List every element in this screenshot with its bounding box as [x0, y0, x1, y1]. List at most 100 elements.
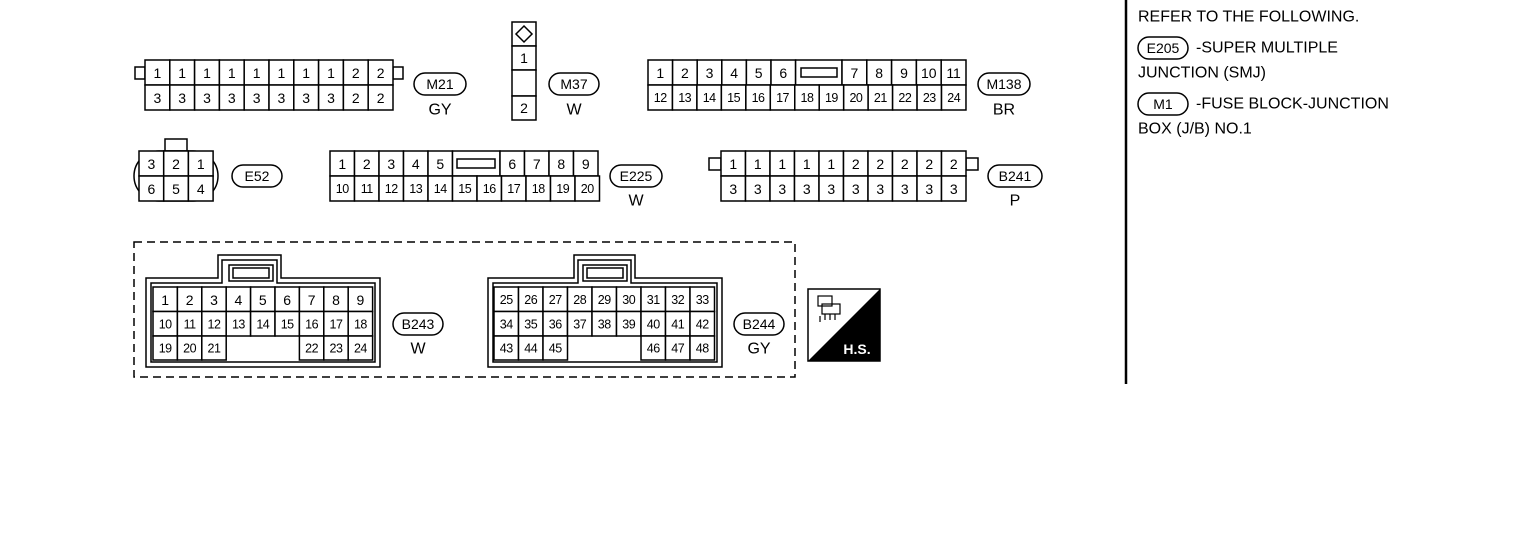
pin-cell	[671, 59, 698, 86]
m37-pin-cell	[511, 45, 537, 71]
pin-number: 2	[186, 292, 194, 308]
pin-number: 6	[779, 65, 787, 81]
pin-cell	[842, 84, 869, 111]
pin-number: 3	[203, 90, 211, 106]
m37-pin-cell	[511, 95, 537, 121]
pin-cell	[323, 310, 349, 337]
m21-tag-oval	[413, 72, 467, 96]
pin-cell	[293, 84, 320, 111]
pin-number: 1	[656, 65, 664, 81]
pin-cell	[591, 286, 618, 313]
pin-number: 2	[352, 65, 360, 81]
e225-wire-color: W	[628, 193, 644, 210]
pin-cell	[201, 286, 227, 313]
pin-number: 24	[947, 91, 960, 105]
e225-tag: E225	[620, 168, 653, 184]
pin-cell	[818, 84, 845, 111]
pin-cell	[451, 175, 478, 202]
pin-number: 37	[573, 317, 586, 331]
pin-number: 5	[172, 181, 180, 197]
pin-number: 12	[654, 91, 667, 105]
pin-number: 36	[549, 317, 562, 331]
pin-number: 3	[950, 181, 958, 197]
pin-number: 3	[302, 90, 310, 106]
m138-lock-slot	[800, 67, 838, 78]
e225-tag-oval	[609, 164, 663, 188]
pin-number: 2	[377, 90, 385, 106]
legend-item-line-1: -SUPER MULTIPLE	[1196, 40, 1338, 57]
hs-label: H.S.	[843, 341, 870, 357]
m21-wire-color: GY	[428, 102, 451, 119]
pin-number: 3	[387, 156, 395, 172]
pin-cell	[793, 150, 820, 177]
pin-number: 8	[332, 292, 340, 308]
pin-cell	[793, 175, 820, 202]
pin-number: 38	[598, 317, 611, 331]
pin-number: 1	[754, 156, 762, 172]
m138-tag-oval	[977, 72, 1031, 96]
pin-number: 14	[434, 182, 447, 196]
pin-number: 1	[161, 292, 169, 308]
pin-number: 1	[197, 156, 205, 172]
pin-number: 17	[330, 317, 343, 331]
pin-cell	[367, 84, 394, 111]
pin-number: 5	[259, 292, 267, 308]
pin-cell	[689, 335, 716, 361]
pin-number: 5	[436, 156, 444, 172]
pin-number: 31	[647, 293, 660, 307]
m37-key-diamond	[514, 24, 534, 44]
pin-number: 1	[827, 156, 835, 172]
b241-tag-oval	[987, 164, 1043, 188]
pin-number: 1	[803, 156, 811, 172]
pin-number: 44	[524, 342, 537, 356]
pin-number: 13	[409, 182, 422, 196]
pin-cell	[499, 150, 526, 177]
m37-pin: 2	[520, 100, 528, 116]
pin-number: 3	[754, 181, 762, 197]
pin-number: 3	[253, 90, 261, 106]
pin-cell	[640, 310, 667, 337]
pin-number: 10	[159, 317, 172, 331]
pin-number: 5	[755, 65, 763, 81]
pin-cell	[940, 84, 967, 111]
pin-number: 40	[647, 317, 660, 331]
b244-lock-inner	[586, 267, 624, 279]
pin-cell	[523, 150, 550, 177]
pin-number: 14	[256, 317, 269, 331]
pin-number: 1	[338, 156, 346, 172]
b244-tag: B244	[743, 316, 776, 332]
pin-number: 2	[852, 156, 860, 172]
pin-number: 2	[377, 65, 385, 81]
pin-cell	[249, 286, 276, 313]
pin-number: 1	[778, 156, 786, 172]
pin-cell	[566, 286, 593, 313]
pin-cell	[542, 335, 569, 361]
pin-number: 34	[500, 317, 513, 331]
pin-number: 14	[703, 91, 716, 105]
pin-number: 9	[900, 65, 908, 81]
pin-number: 9	[582, 156, 590, 172]
pin-cell	[696, 84, 723, 111]
e225-lock-slot	[456, 158, 496, 169]
pin-number: 47	[671, 342, 684, 356]
pin-number: 16	[752, 91, 765, 105]
pin-number: 22	[305, 342, 318, 356]
pin-number: 9	[357, 292, 365, 308]
pin-number: 3	[147, 156, 155, 172]
pin-cell	[317, 59, 345, 86]
pin-cell	[818, 150, 845, 177]
pin-cell	[353, 175, 380, 202]
pin-number: 7	[533, 156, 541, 172]
pin-number: 3	[327, 90, 335, 106]
pin-cell	[915, 59, 942, 86]
